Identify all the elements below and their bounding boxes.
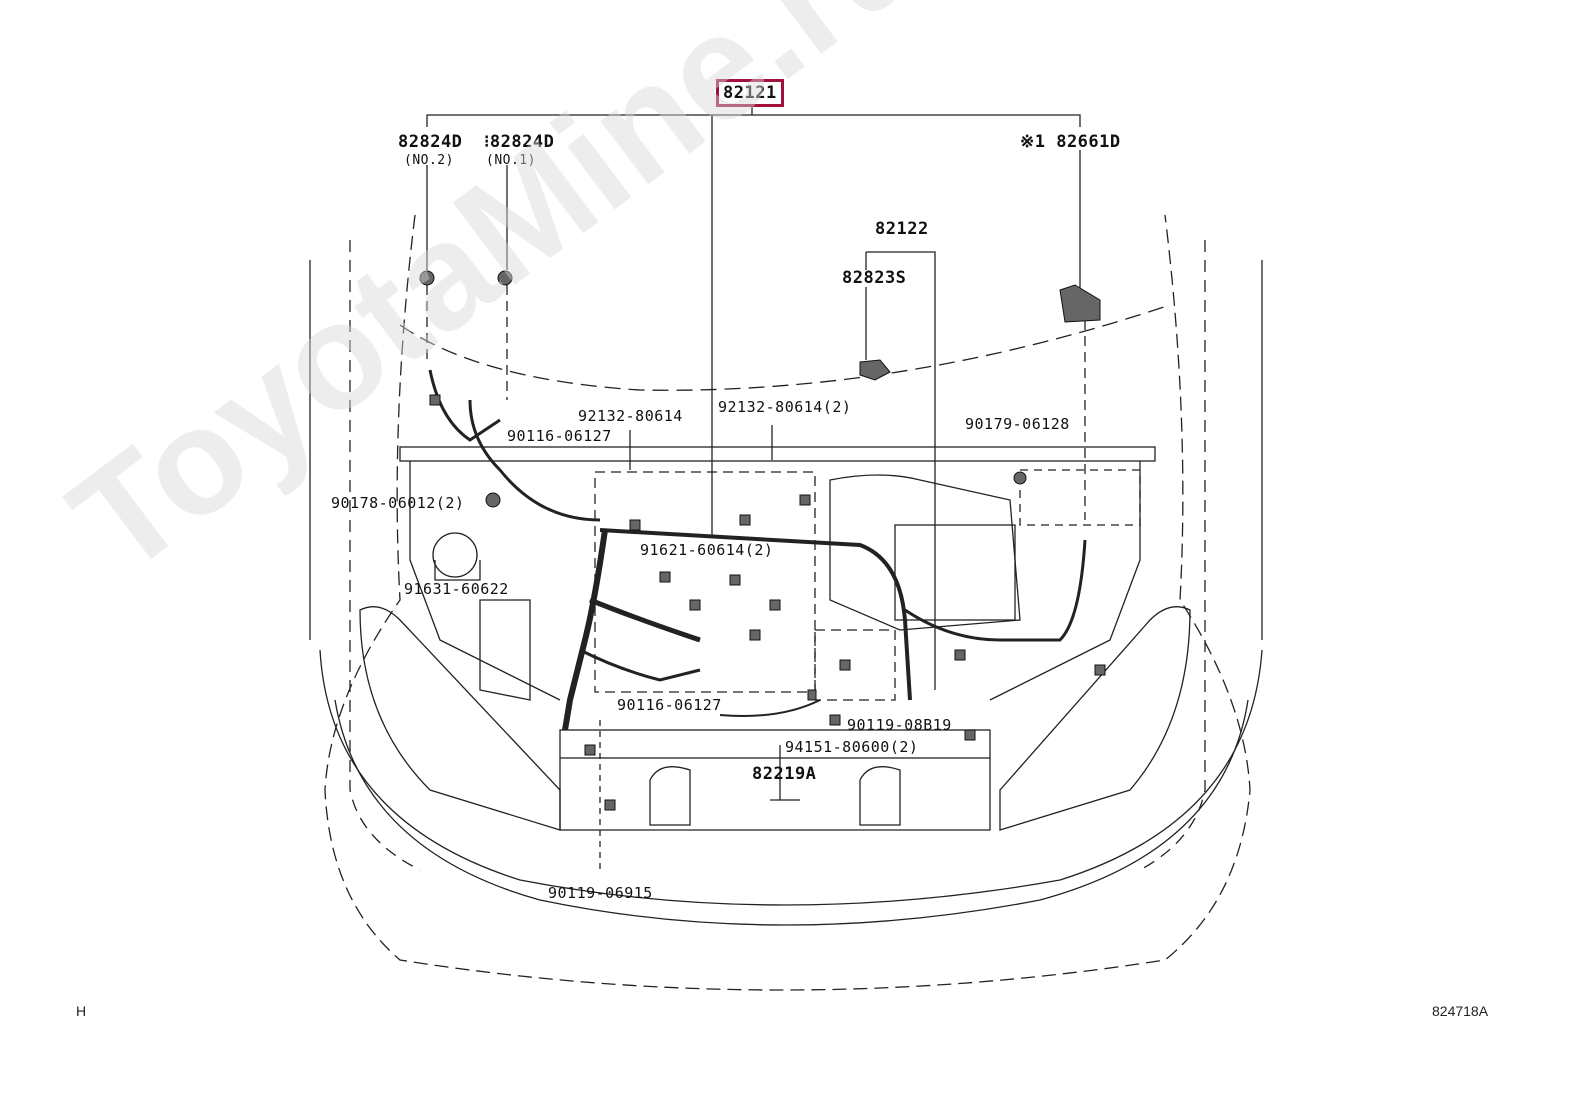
connector <box>485 492 501 508</box>
connector <box>799 494 811 506</box>
connector <box>689 599 701 611</box>
callout-82824d-no2-note: (NO.2) <box>404 153 454 168</box>
connector <box>1094 664 1106 676</box>
connector-82661d <box>1059 284 1101 323</box>
connector <box>749 629 761 641</box>
connector <box>1013 471 1027 485</box>
battery <box>894 524 1016 621</box>
callout-90178-06012[interactable]: 90178-06012(2) <box>331 494 465 512</box>
horn-left <box>649 766 691 826</box>
engine-region-2 <box>814 629 896 701</box>
hood-edge <box>399 304 1171 391</box>
left-bracket <box>479 599 531 701</box>
leader-82122 <box>865 251 936 690</box>
harness-bottom <box>719 699 821 717</box>
body-outline <box>324 214 1251 991</box>
callout-90116-06127-top[interactable]: 90116-06127 <box>507 427 612 445</box>
callout-90179-06128[interactable]: 90179-06128 <box>965 415 1070 433</box>
connector <box>604 799 616 811</box>
inner-fender-left <box>349 240 421 871</box>
connector <box>584 744 596 756</box>
corner-code-left: H <box>76 1003 87 1019</box>
callout-82121[interactable]: 82121 <box>716 79 784 107</box>
callout-91631-60622[interactable]: 91631-60622 <box>404 580 509 598</box>
crossmember-detail <box>559 758 991 831</box>
connector <box>497 270 513 286</box>
callout-90116-06127-bottom[interactable]: 90116-06127 <box>617 696 722 714</box>
harness-connector-top <box>428 369 501 442</box>
connector <box>429 394 441 406</box>
connector <box>729 574 741 586</box>
inner-fender-right <box>1139 240 1206 871</box>
harness-left <box>562 529 608 731</box>
callout-82219a[interactable]: 82219A <box>752 764 817 784</box>
connector <box>769 599 781 611</box>
callout-82824d-no2[interactable]: 82824D <box>398 132 463 152</box>
callout-92132-80614[interactable]: 92132-80614 <box>578 407 683 425</box>
headlamp-right <box>999 606 1191 831</box>
callout-82824d-no1[interactable]: ⁝82824D <box>484 132 555 152</box>
headlamp-left <box>359 606 561 831</box>
reservoir-cap <box>432 532 478 578</box>
fuse-box-region <box>1019 469 1141 526</box>
callout-90119-08b19[interactable]: 90119-08B19 <box>847 716 952 734</box>
harness-main <box>599 528 912 701</box>
connector <box>659 571 671 583</box>
callout-92132-80614-2[interactable]: 92132-80614(2) <box>718 398 852 416</box>
callout-82824d-no1-note: (NO.1) <box>486 153 536 168</box>
leader-82219a <box>770 745 800 801</box>
leader-82121-bracket <box>426 114 1081 127</box>
harness-right <box>904 539 1087 642</box>
callout-82823s[interactable]: 82823S <box>842 268 907 288</box>
bumper-upper <box>319 649 1263 906</box>
connector-82823s <box>859 359 891 381</box>
connector <box>807 689 817 701</box>
harness-branch <box>589 597 701 643</box>
harness-lower <box>579 648 701 682</box>
lower-crossmember <box>559 729 991 759</box>
connector <box>629 519 641 531</box>
connector <box>964 729 976 741</box>
engine-region <box>594 471 816 693</box>
connector <box>739 514 751 526</box>
radiator-support <box>399 446 1156 462</box>
callout-91621-60614[interactable]: 91621-60614(2) <box>640 541 774 559</box>
callout-94151-80600[interactable]: 94151-80600(2) <box>785 738 919 756</box>
support-right-leg <box>989 461 1141 701</box>
harness-top-left <box>468 399 601 522</box>
connector <box>839 659 851 671</box>
callout-82122[interactable]: 82122 <box>875 219 929 239</box>
horn-right <box>859 766 901 826</box>
connector <box>954 649 966 661</box>
callout-90119-06915[interactable]: 90119-06915 <box>548 884 653 902</box>
diagram-reference-code: 824718A <box>1432 1003 1489 1019</box>
reservoir-body <box>434 560 481 581</box>
bumper-lower <box>334 699 1249 926</box>
air-box <box>829 474 1021 631</box>
connector <box>419 270 435 286</box>
callout-82661d[interactable]: ※1 82661D <box>1020 132 1121 152</box>
support-left-leg <box>409 461 561 701</box>
connector <box>829 714 841 726</box>
